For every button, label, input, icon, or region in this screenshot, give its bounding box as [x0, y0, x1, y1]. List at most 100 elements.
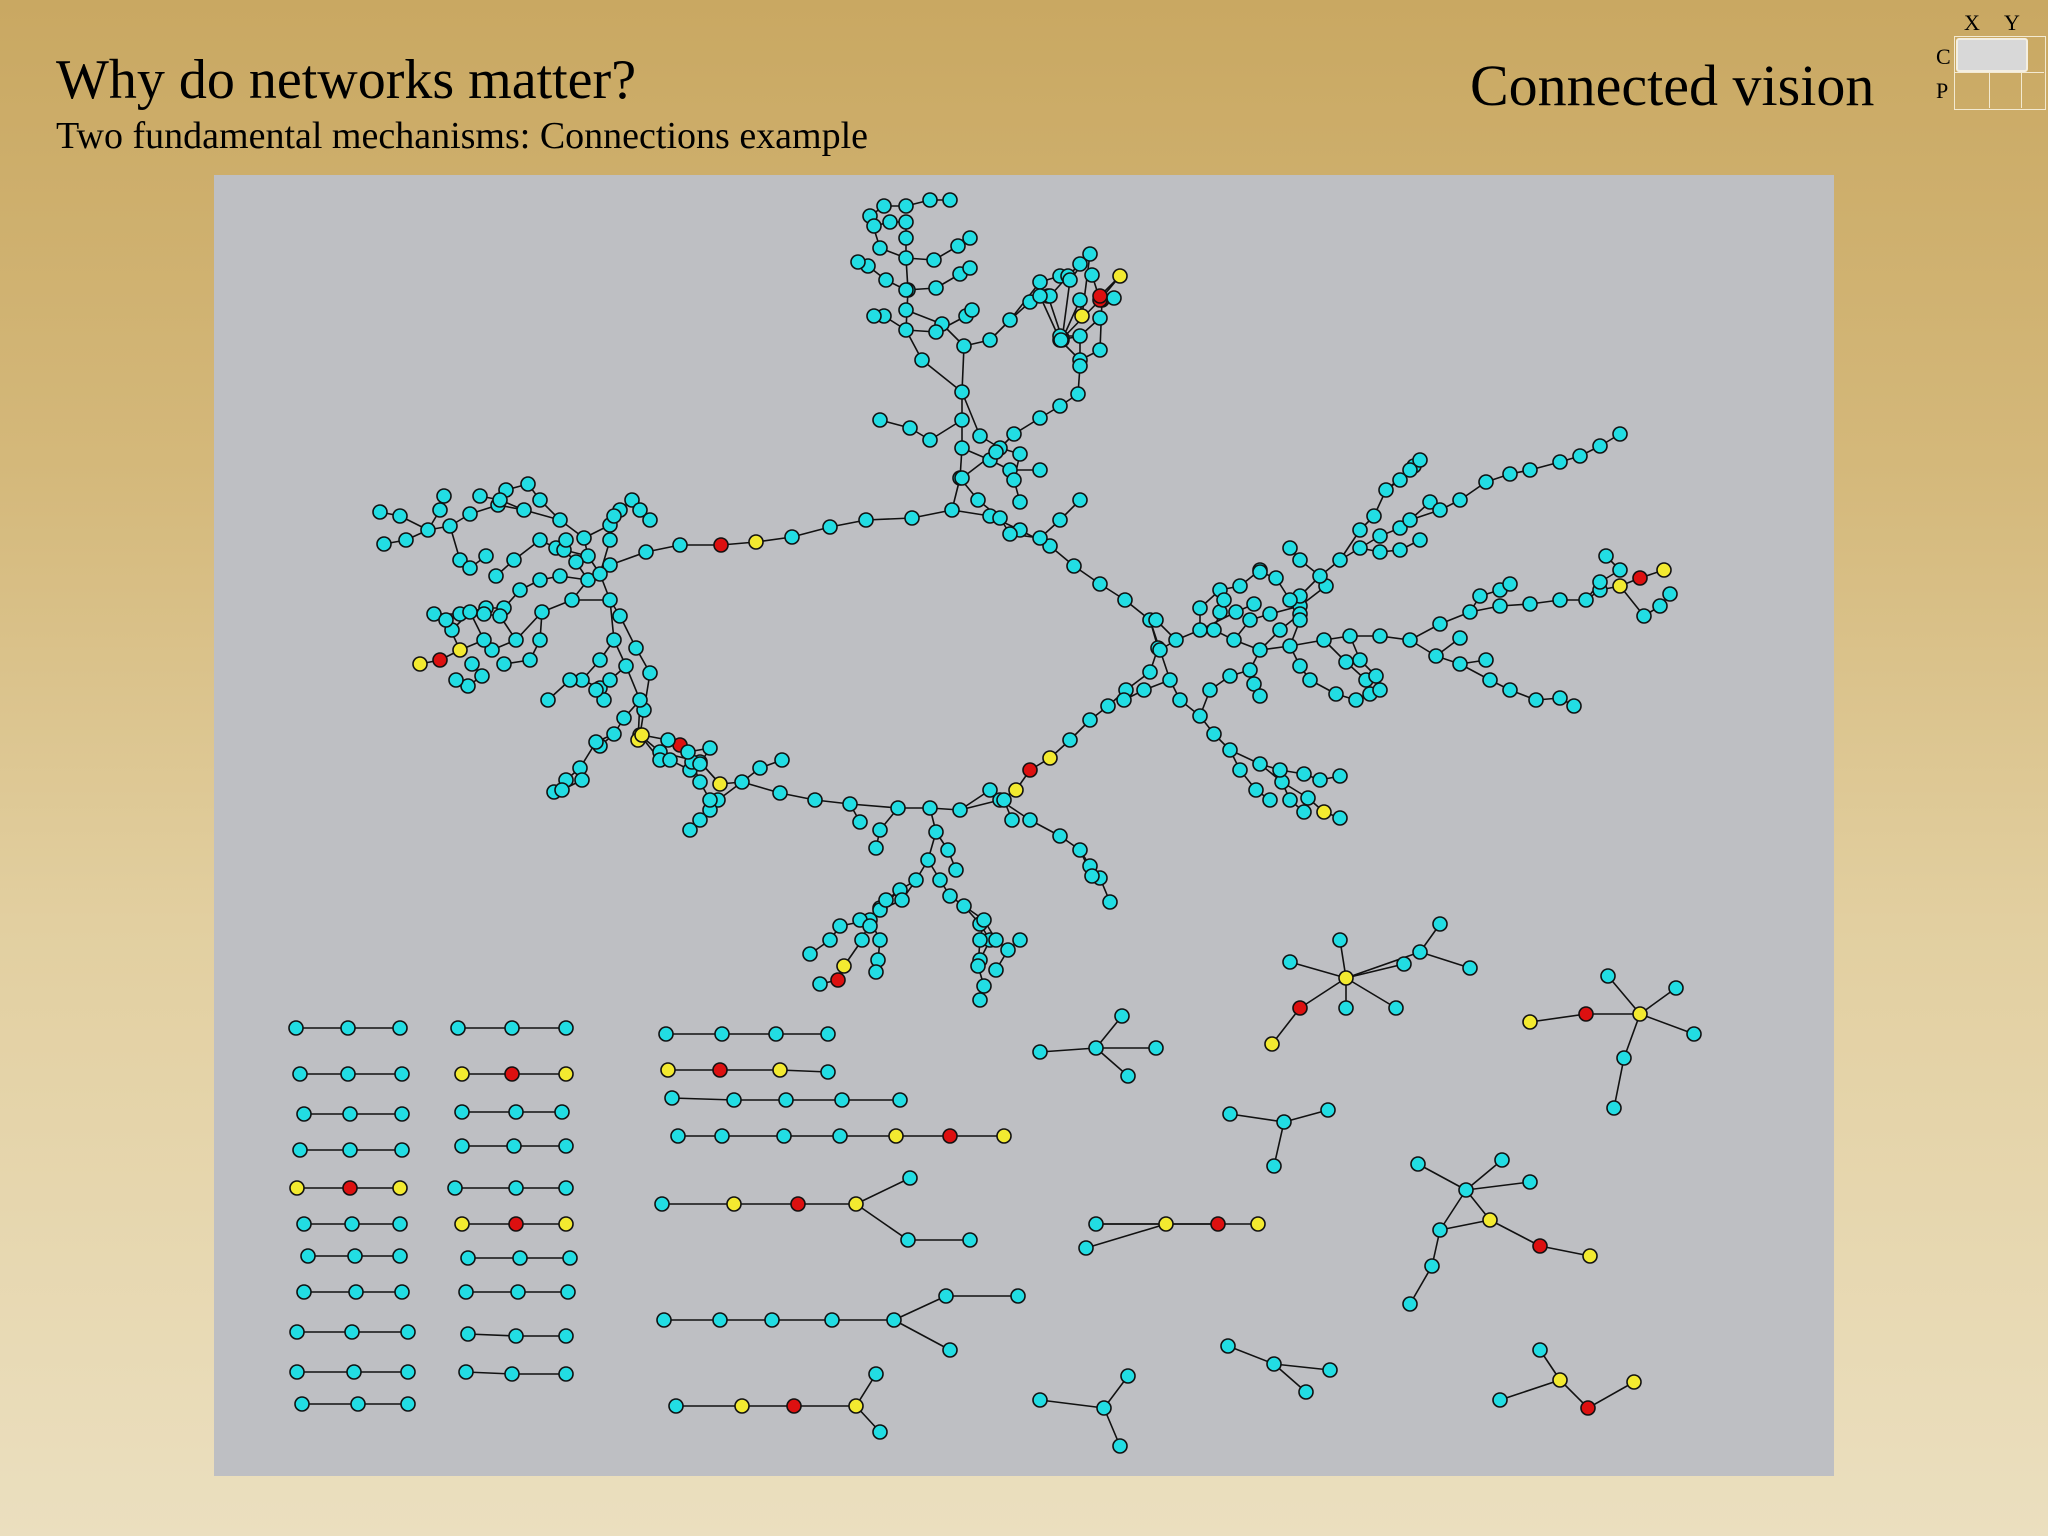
network-node — [928, 824, 944, 840]
network-node — [872, 822, 888, 838]
network-node — [1616, 1050, 1632, 1066]
network-node — [1142, 664, 1158, 680]
network-node — [1012, 932, 1028, 948]
network-edge — [849, 803, 899, 809]
network-node — [300, 1248, 316, 1264]
section-title: Connected vision — [1470, 53, 1875, 118]
network-node — [1192, 600, 1208, 616]
network-node-yellow — [1112, 268, 1128, 284]
network-node — [1206, 622, 1222, 638]
network-node — [904, 510, 920, 526]
network-node — [950, 238, 966, 254]
network-node — [1222, 668, 1238, 684]
network-node — [672, 537, 688, 553]
network-node — [962, 1232, 978, 1248]
network-edge — [855, 1203, 909, 1241]
network-node — [462, 604, 478, 620]
network-node — [1032, 274, 1048, 290]
network-edge — [1299, 977, 1347, 1009]
network-node — [1472, 588, 1488, 604]
network-node — [664, 1090, 680, 1106]
network-node — [454, 1104, 470, 1120]
network-node-yellow — [996, 1128, 1012, 1144]
network-node — [1462, 604, 1478, 620]
network-node — [344, 1216, 360, 1232]
network-node — [540, 692, 556, 708]
network-node-yellow — [1338, 970, 1354, 986]
network-node — [972, 992, 988, 1008]
network-node — [1120, 1368, 1136, 1384]
network-node — [1252, 642, 1268, 658]
network-node-red — [1092, 288, 1108, 304]
network-node — [712, 1312, 728, 1328]
network-node — [654, 1196, 670, 1212]
network-node-yellow — [836, 958, 852, 974]
network-edge — [1345, 963, 1405, 979]
network-node — [1102, 894, 1118, 910]
network-node — [1402, 512, 1418, 528]
network-node — [668, 1398, 684, 1414]
network-node — [1372, 628, 1388, 644]
indicator-divider — [1954, 72, 2044, 73]
network-node — [702, 792, 718, 808]
network-edge — [1039, 1399, 1105, 1409]
network-node — [714, 1128, 730, 1144]
network-node — [1458, 1182, 1474, 1198]
network-node — [398, 532, 414, 548]
network-node — [296, 1284, 312, 1300]
network-node — [432, 502, 448, 518]
network-node — [1032, 530, 1048, 546]
network-node — [878, 272, 894, 288]
network-node — [289, 1364, 305, 1380]
network-node — [1342, 628, 1358, 644]
network-node — [512, 1250, 528, 1266]
network-node — [1052, 512, 1068, 528]
network-node — [1402, 462, 1418, 478]
network-node — [1162, 672, 1178, 688]
network-node — [1522, 462, 1538, 478]
network-node — [376, 536, 392, 552]
network-node — [1084, 267, 1100, 283]
network-node — [460, 678, 476, 694]
network-node — [1272, 622, 1288, 638]
network-node — [996, 792, 1012, 808]
network-node — [854, 932, 870, 948]
network-node — [638, 544, 654, 560]
indicator-frame — [1954, 36, 2046, 110]
network-node — [1686, 1026, 1702, 1042]
network-edge — [1039, 1047, 1097, 1053]
network-node — [702, 740, 718, 756]
network-node — [1292, 612, 1308, 628]
network-node — [606, 726, 622, 742]
network-node — [1062, 272, 1078, 288]
network-node — [898, 302, 914, 318]
network-node — [926, 252, 942, 268]
network-node — [552, 512, 568, 528]
network-node — [1300, 790, 1316, 806]
network-node — [1012, 446, 1028, 462]
network-node — [807, 792, 823, 808]
network-node — [592, 652, 608, 668]
network-node — [876, 198, 892, 214]
network-node — [1338, 654, 1354, 670]
network-node — [886, 1312, 902, 1328]
network-node — [1402, 1296, 1418, 1312]
network-node — [554, 782, 570, 798]
network-node — [400, 1364, 416, 1380]
network-edge — [921, 359, 963, 393]
network-node — [394, 1106, 410, 1122]
network-node-yellow — [848, 1398, 864, 1414]
network-node — [1004, 812, 1020, 828]
network-node — [866, 218, 882, 234]
network-node — [1296, 766, 1312, 782]
network-node — [1352, 652, 1368, 668]
network-node — [340, 1020, 356, 1036]
network-node — [970, 958, 986, 974]
network-edge — [961, 391, 981, 437]
network-node — [1412, 532, 1428, 548]
network-node — [752, 760, 768, 776]
indicator-c-label: C — [1936, 44, 1951, 69]
network-node-yellow — [726, 1196, 742, 1212]
network-node — [898, 282, 914, 298]
network-node — [504, 1020, 520, 1036]
